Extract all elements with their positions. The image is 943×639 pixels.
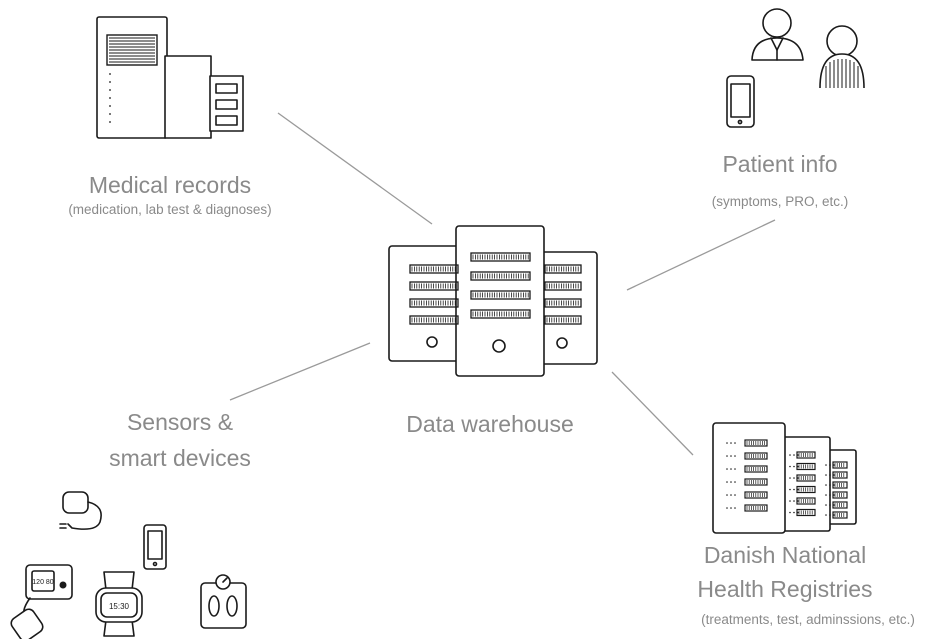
connectors (229, 112, 776, 456)
watch-readout: 15:30 (109, 602, 130, 611)
connector-medical (277, 112, 433, 225)
patient-info-icon (726, 8, 865, 128)
medical-records-subtitle: (medication, lab test & diagnoses) (68, 202, 272, 217)
patient-info-subtitle: (symptoms, PRO, etc.) (711, 194, 849, 209)
registries-title-line1: Danish National (703, 542, 867, 568)
monitor-readout: 120 80 (32, 579, 54, 586)
connector-patient (626, 219, 776, 291)
sensors-devices-icon (10, 491, 247, 639)
sensors-title-line1: Sensors & (126, 409, 234, 435)
sensors-title-line2: smart devices (109, 445, 251, 471)
medical-records-icon (96, 16, 244, 139)
registries-icon (712, 422, 857, 534)
data-warehouse-icon (388, 225, 598, 377)
medical-records-title: Medical records (88, 172, 252, 198)
patient-info-title: Patient info (722, 151, 838, 177)
connector-registries (611, 371, 694, 456)
data-warehouse-title: Data warehouse (406, 411, 574, 437)
registries-subtitle: (treatments, test, adminssions, etc.) (701, 612, 915, 627)
registries-title-line2: Health Registries (697, 576, 873, 602)
connector-sensors (229, 342, 371, 401)
